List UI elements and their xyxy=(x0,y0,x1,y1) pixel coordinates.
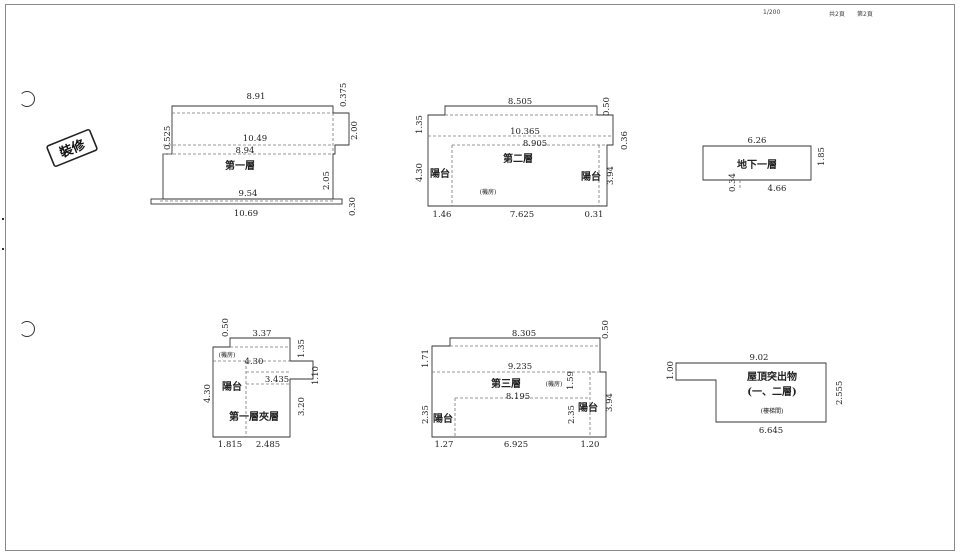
floor-1-dim-mid: 10.49 xyxy=(243,134,267,144)
mezzanine-plan: 0.50 3.37 1.35 (機房) 4.30 3.435 1.10 陽台 4… xyxy=(203,318,321,450)
floor-2-dim-bottom-right: 0.31 xyxy=(585,210,604,220)
floor-1-dim-base-outer: 10.69 xyxy=(234,209,258,219)
floor-3-dim-top: 8.305 xyxy=(512,329,536,339)
floor-1-dim-top: 8.91 xyxy=(247,92,266,102)
basement-dim-left: 0.34 xyxy=(728,173,738,192)
floor-2-dim-left-upper: 1.35 xyxy=(415,115,425,134)
floor-2-dim-mid: 10.365 xyxy=(510,127,540,137)
floor-2-dim-right-small: 0.36 xyxy=(620,131,630,150)
floor-3-dim-bottom-mid: 6.925 xyxy=(504,440,528,450)
page-number: 第2頁 xyxy=(857,11,873,18)
floor-3-dim-right-inner: 1.59 xyxy=(566,371,576,390)
floor-3-balcony-left: 陽台 xyxy=(433,412,453,425)
margin-mark xyxy=(2,248,4,250)
floor-3-dim-bottom-left: 1.27 xyxy=(435,440,454,450)
mezzanine-dim-top: 3.37 xyxy=(253,329,272,339)
mezzanine-label: 第一層夾層 xyxy=(229,410,279,423)
floor-2-balcony-right: 陽台 xyxy=(581,170,601,183)
floor-1-label: 第一層 xyxy=(225,159,255,172)
roof-dim-left: 1.00 xyxy=(666,361,676,380)
floor-3-machine-room: (機房) xyxy=(546,380,563,388)
floor-3-dim-bottom-right: 1.20 xyxy=(581,440,600,450)
mezzanine-dim-bottom-right: 2.485 xyxy=(256,440,280,450)
roof-dim-top: 9.02 xyxy=(750,353,769,363)
floor-2-dim-bottom-mid: 7.625 xyxy=(510,210,534,220)
scale-label: 1/200 xyxy=(763,9,781,16)
floor-3-balcony-right: 陽台 xyxy=(578,401,598,414)
basement-label: 地下一層 xyxy=(737,158,777,171)
floor-3-dim-top-h: 0.50 xyxy=(601,320,611,339)
roof-structure-plan: 9.02 1.00 屋頂突出物 (一、二層) 2.555 (樓梯間) 6.645 xyxy=(666,353,845,436)
basement-dim-right: 1.85 xyxy=(817,147,827,166)
mezzanine-machine-room: (機房) xyxy=(219,351,236,359)
punch-hole-bottom xyxy=(19,321,35,337)
floor-3-dim-right-lower: 2.35 xyxy=(567,405,577,424)
mezzanine-balcony: 陽台 xyxy=(222,380,242,393)
floor-3-plan: 8.305 0.50 1.71 9.235 第三層 (機房) 1.59 8.19… xyxy=(421,320,615,450)
roof-label: 屋頂突出物 xyxy=(747,370,797,383)
floor-3-dim-inner: 8.195 xyxy=(506,392,530,402)
roof-stairwell: (樓梯間) xyxy=(761,407,784,415)
floor-1-dim-base-inner: 9.54 xyxy=(239,189,258,199)
floor-1-dim-left: 0.525 xyxy=(163,126,173,150)
mezzanine-dim-inner: 3.435 xyxy=(265,375,289,385)
renovation-stamp: 裝修 xyxy=(46,128,98,168)
floor-2-dim-right-h: 3.94 xyxy=(606,166,616,185)
roof-dim-bottom: 6.645 xyxy=(759,426,783,436)
roof-dim-right: 2.555 xyxy=(835,381,845,405)
floor-2-dim-top-h: 0.50 xyxy=(602,97,612,116)
floor-3-label: 第三層 xyxy=(491,377,521,390)
floor-2-label: 第二層 xyxy=(503,152,533,165)
floor-3-dim-left-lower: 2.35 xyxy=(421,405,431,424)
mezzanine-dim-right-lower: 3.20 xyxy=(297,397,307,416)
floor-1-dim-base-h: 0.30 xyxy=(348,197,358,216)
floor-2-plan: 8.505 0.50 1.35 10.365 8.905 0.36 第二層 4.… xyxy=(415,97,630,220)
basement-dim-bottom: 4.66 xyxy=(768,184,787,194)
sheet-border xyxy=(5,4,955,551)
floor-2-dim-inner: 8.905 xyxy=(523,139,547,149)
floor-2-dim-top: 8.505 xyxy=(508,97,532,107)
floor-2-balcony-left: 陽台 xyxy=(430,167,450,180)
floor-1-plan: 8.91 0.375 2.00 0.525 10.49 8.94 第一層 2.0… xyxy=(150,83,360,219)
mezzanine-dim-right-upper: 1.35 xyxy=(297,339,307,358)
roof-sublabel: (一、二層) xyxy=(747,386,796,398)
floor-3-dim-mid: 9.235 xyxy=(508,362,532,372)
floor-3-dim-right-h: 3.94 xyxy=(605,393,615,412)
margin-mark xyxy=(2,218,4,220)
punch-hole-top xyxy=(19,91,35,107)
basement-dim-top: 6.26 xyxy=(748,136,767,146)
page-count: 共2頁 xyxy=(829,11,845,18)
floor-3-dim-left-upper: 1.71 xyxy=(421,349,431,368)
mezzanine-dim-bottom-left: 1.815 xyxy=(218,440,242,450)
floor-2-machine-room: (機房) xyxy=(480,188,497,196)
floor-1-dim-right-lower: 2.05 xyxy=(322,171,332,190)
floor-1-dim-inner: 8.94 xyxy=(236,146,255,156)
floor-2-dim-bottom-left: 1.46 xyxy=(433,210,452,220)
floor-2-dim-left-h: 4.30 xyxy=(415,163,425,182)
mezzanine-dim-right-mid: 1.10 xyxy=(311,366,321,385)
floor-1-dim-right-upper: 2.00 xyxy=(350,121,360,140)
mezzanine-dim-left-h: 4.30 xyxy=(203,384,213,403)
floor-1-dim-notch: 0.375 xyxy=(339,83,349,107)
basement-plan: 6.26 地下一層 1.85 0.34 4.66 xyxy=(702,136,827,194)
mezzanine-dim-mid: 4.30 xyxy=(245,357,264,367)
mezzanine-dim-top-left: 0.50 xyxy=(221,318,231,337)
